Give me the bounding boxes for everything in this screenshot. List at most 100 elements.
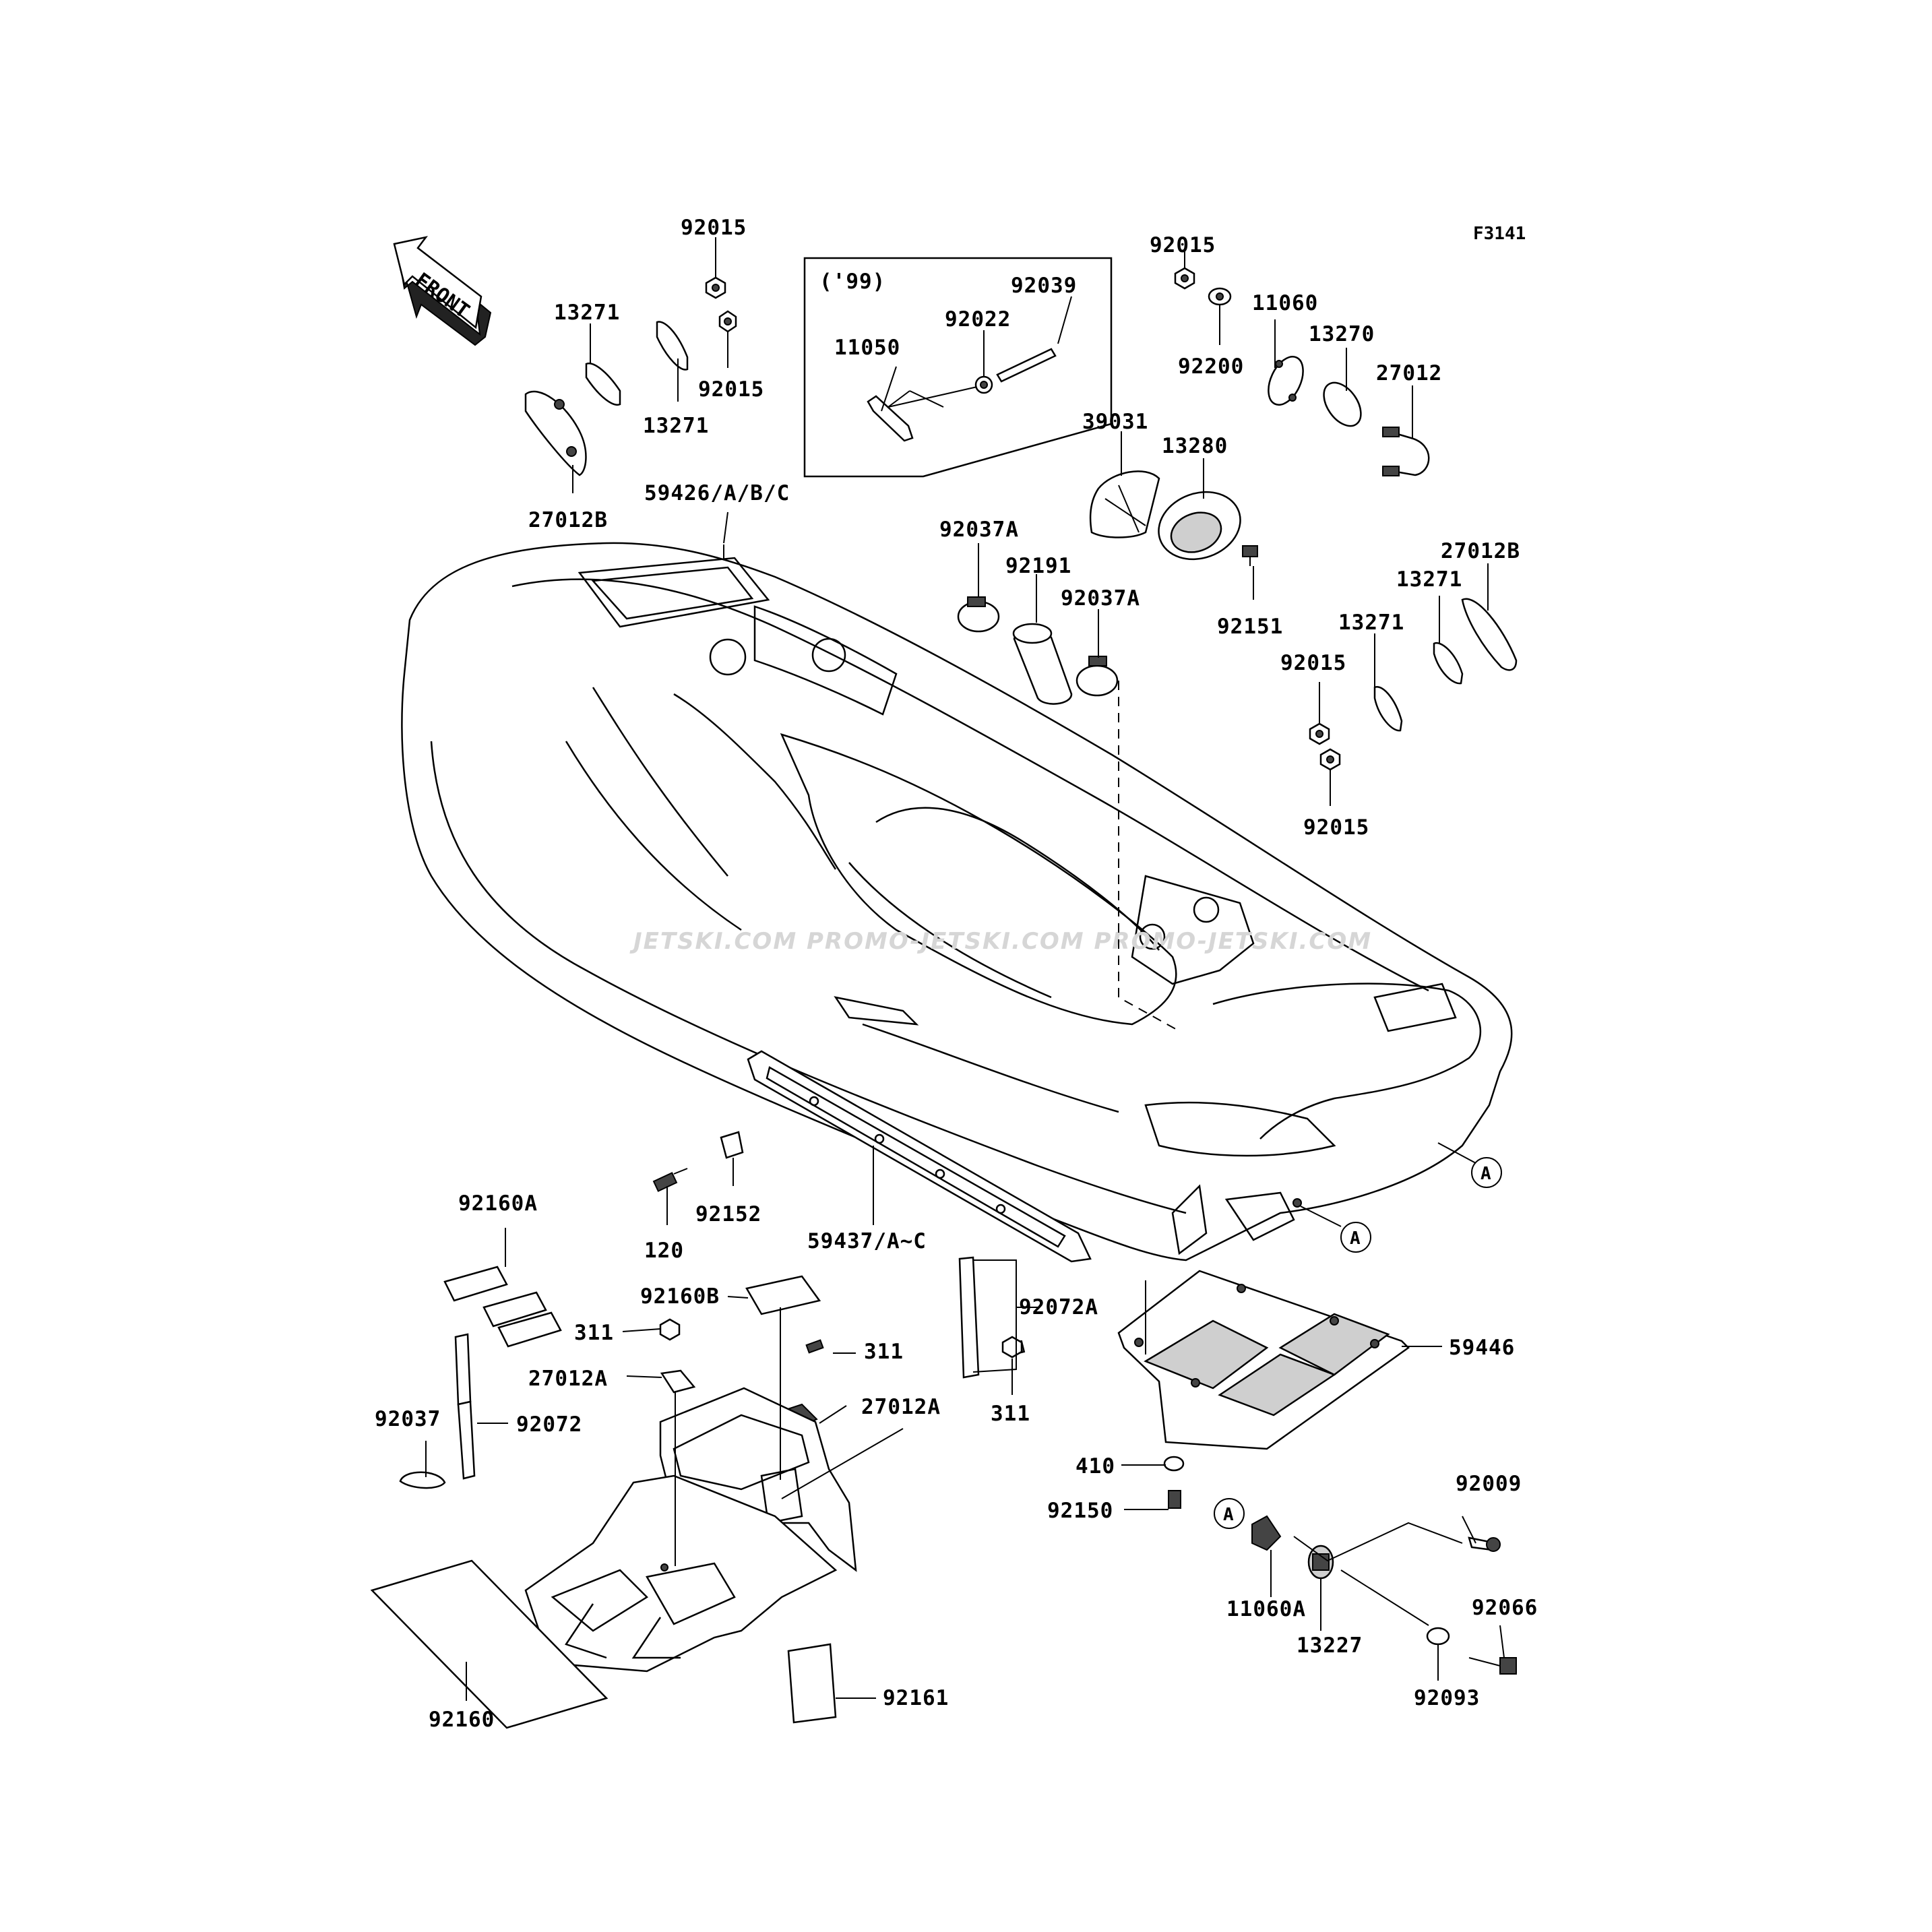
label-13227: 13227 bbox=[1297, 1633, 1363, 1658]
label-92015-c: 92015 bbox=[1150, 233, 1216, 257]
label-13271-a: 13271 bbox=[554, 301, 620, 325]
sponson-59437 bbox=[747, 1050, 1092, 1263]
label-92200: 92200 bbox=[1178, 354, 1244, 379]
nut-311-a bbox=[659, 1318, 681, 1341]
plate-13270 bbox=[1323, 381, 1362, 427]
label-92015-e: 92015 bbox=[1303, 815, 1369, 840]
bracket-27012A-a bbox=[660, 1369, 696, 1394]
hull-body bbox=[401, 542, 1513, 1261]
plate-13271-c bbox=[1433, 642, 1464, 685]
label-92160: 92160 bbox=[429, 1708, 495, 1732]
strap-92072A bbox=[958, 1256, 1026, 1379]
front-arrow-icon: FRONT bbox=[393, 236, 492, 346]
label-92072A: 92072A bbox=[1019, 1295, 1098, 1319]
label-13280: 13280 bbox=[1162, 434, 1228, 458]
label-92037: 92037 bbox=[375, 1407, 441, 1431]
ride-plate-59446 bbox=[1117, 1270, 1410, 1450]
label-92015-b: 92015 bbox=[698, 377, 764, 402]
part-labels: 92015 13271 92015 13271 27012B 59426/A/B… bbox=[375, 216, 1538, 1732]
tube-92191 bbox=[1012, 623, 1073, 705]
plate-13271-d bbox=[1373, 685, 1403, 732]
nut-311-b bbox=[805, 1339, 824, 1354]
plate-27012B-right bbox=[1461, 598, 1518, 671]
plate-13271-b bbox=[656, 321, 689, 371]
grommet-11060A bbox=[1251, 1515, 1282, 1551]
sheet-92160B bbox=[745, 1275, 821, 1315]
svg-text:A: A bbox=[1350, 1228, 1361, 1249]
label-11060A: 11060A bbox=[1226, 1597, 1306, 1621]
label-92072: 92072 bbox=[516, 1412, 582, 1437]
label-27012: 27012 bbox=[1376, 361, 1442, 385]
bolt-92150 bbox=[1168, 1490, 1181, 1509]
label-11050: 11050 bbox=[834, 336, 900, 360]
figure-code: F3141 bbox=[1473, 224, 1526, 244]
label-92191: 92191 bbox=[1005, 554, 1071, 578]
sheet-92161 bbox=[787, 1643, 837, 1724]
label-92039: 92039 bbox=[1011, 274, 1077, 298]
label-27012B-b: 27012B bbox=[1441, 539, 1520, 563]
clamp-92037 bbox=[399, 1471, 446, 1489]
label-92161: 92161 bbox=[883, 1686, 949, 1710]
callout-a-right: A bbox=[1471, 1157, 1502, 1188]
svg-text:A: A bbox=[1481, 1164, 1491, 1184]
bolt-120 bbox=[652, 1168, 688, 1192]
nut-92015-b bbox=[718, 310, 737, 333]
label-92150: 92150 bbox=[1047, 1499, 1113, 1523]
label-311-c: 311 bbox=[991, 1402, 1030, 1426]
inset-box-99: ('99) bbox=[803, 257, 1113, 478]
label-311-b: 311 bbox=[864, 1340, 904, 1364]
label-92160A: 92160A bbox=[458, 1191, 538, 1216]
u-bolt-27012 bbox=[1382, 427, 1430, 476]
label-13270: 13270 bbox=[1309, 322, 1375, 346]
callout-a-bottom: A bbox=[1214, 1498, 1245, 1529]
label-92093: 92093 bbox=[1414, 1686, 1480, 1710]
ring-13280 bbox=[1158, 491, 1241, 561]
label-311-a: 311 bbox=[574, 1321, 614, 1345]
plate-13271-a bbox=[585, 363, 621, 406]
bushing-92152 bbox=[720, 1131, 744, 1159]
washer-410 bbox=[1163, 1456, 1185, 1472]
cone-39031 bbox=[1089, 470, 1160, 538]
label-13271-c: 13271 bbox=[1396, 567, 1462, 592]
nut-92015-c bbox=[1174, 267, 1195, 290]
label-59426: 59426/A/B/C bbox=[644, 481, 790, 505]
svg-text:A: A bbox=[1223, 1505, 1234, 1525]
label-410: 410 bbox=[1076, 1454, 1115, 1478]
label-27012A-b: 27012A bbox=[861, 1395, 941, 1419]
storage-tray bbox=[524, 1387, 857, 1673]
washer-92200 bbox=[1208, 287, 1232, 306]
plate-11060 bbox=[1268, 356, 1304, 406]
label-13271-b: 13271 bbox=[643, 414, 709, 438]
nut-311-c bbox=[1001, 1336, 1023, 1359]
leader-lines bbox=[425, 237, 1505, 1701]
bolt-92151 bbox=[1242, 545, 1258, 566]
label-27012A-a: 27012A bbox=[528, 1367, 608, 1391]
sheet-92160 bbox=[370, 1559, 609, 1729]
label-120: 120 bbox=[644, 1239, 684, 1263]
label-92037A-b: 92037A bbox=[1061, 586, 1140, 611]
watermark-text: JETSKI.COM PROMO-JETSKI.COM PROMO-JETSKI… bbox=[629, 928, 1372, 955]
clamp-92037A-b bbox=[1076, 656, 1119, 697]
clamp-92037A-a bbox=[957, 596, 1000, 633]
leader-92009 bbox=[1293, 1522, 1463, 1562]
drain-plug-13227 bbox=[1307, 1545, 1334, 1580]
screw-92066 bbox=[1468, 1657, 1517, 1675]
callout-a-center: A bbox=[1340, 1222, 1371, 1253]
leader-92093 bbox=[1340, 1569, 1429, 1626]
label-92015-d: 92015 bbox=[1280, 651, 1346, 675]
label-92066: 92066 bbox=[1472, 1596, 1538, 1620]
label-59446: 59446 bbox=[1449, 1336, 1515, 1360]
label-11060: 11060 bbox=[1252, 291, 1318, 315]
washer-92093 bbox=[1426, 1627, 1450, 1646]
label-92151: 92151 bbox=[1217, 615, 1283, 639]
dashed-leader bbox=[1118, 681, 1180, 1032]
plate-27012B-left bbox=[524, 390, 587, 476]
label-92152: 92152 bbox=[695, 1202, 761, 1226]
label-92015-a: 92015 bbox=[681, 216, 747, 240]
nut-92015-a bbox=[705, 276, 726, 299]
label-sheet-92160A bbox=[443, 1266, 562, 1348]
label-92022: 92022 bbox=[945, 307, 1011, 332]
label-92037A-a: 92037A bbox=[939, 518, 1019, 542]
label-92160B: 92160B bbox=[640, 1284, 720, 1309]
